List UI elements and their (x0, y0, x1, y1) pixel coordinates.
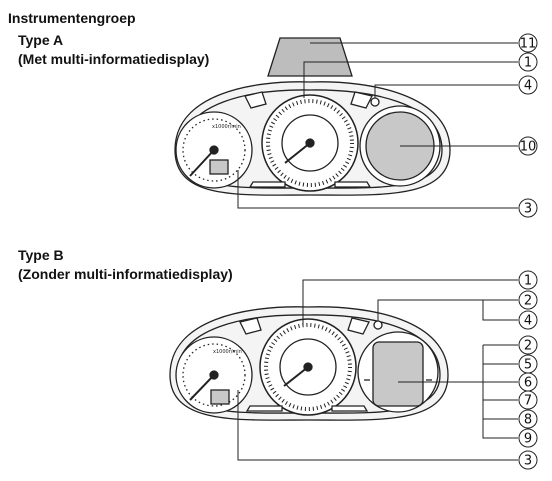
type-b-callout-4: 4 (518, 310, 538, 330)
type-a-title: Type A (18, 32, 64, 48)
svg-text:1: 1 (524, 56, 532, 71)
type-b-callout-1: 1 (518, 270, 538, 290)
svg-text:6: 6 (524, 376, 532, 391)
svg-text:3: 3 (524, 202, 532, 217)
type-b-fuel-gauge (210, 389, 230, 405)
type-b-callouts: 1 2 4 2 5 6 7 8 9 3 (518, 270, 538, 470)
type-b-leader-lines (237, 279, 518, 461)
type-b-subtitle: (Zonder multi-informatiedisplay) (18, 266, 233, 282)
type-a-callout-1: 1 (518, 52, 538, 72)
type-a-indicator-light (370, 97, 380, 107)
type-b-cluster: x1000r/min (169, 306, 449, 421)
type-b-callout-5: 5 (518, 354, 538, 374)
type-b-title: Type B (18, 247, 64, 263)
svg-text:9: 9 (524, 432, 532, 447)
type-b-callout-7: 7 (518, 390, 538, 410)
type-b-callout-9: 9 (518, 428, 538, 448)
svg-text:x1000r/min: x1000r/min (213, 349, 242, 355)
type-b-callout-8: 8 (518, 409, 538, 429)
type-a-callout-11: 11 (518, 33, 538, 53)
type-a-fuel-gauge (209, 159, 229, 175)
type-b-callout-2b: 2 (518, 335, 538, 355)
type-a-multi-info-display-hood (267, 37, 353, 77)
svg-text:5: 5 (524, 358, 532, 373)
svg-text:11: 11 (520, 37, 537, 52)
svg-text:4: 4 (524, 79, 532, 94)
type-b-callout-3: 3 (518, 450, 538, 470)
svg-text:4: 4 (524, 314, 532, 329)
svg-text:7: 7 (524, 394, 532, 409)
type-a-callouts: 11 1 4 10 3 (518, 33, 538, 218)
svg-text:2: 2 (524, 339, 532, 354)
type-b-callout-6: 6 (518, 372, 538, 392)
svg-text:10: 10 (520, 140, 537, 155)
type-b-callout-2a: 2 (518, 290, 538, 310)
type-b-information-display (372, 341, 424, 407)
svg-text:8: 8 (524, 413, 532, 428)
type-a-callout-3: 3 (518, 198, 538, 218)
type-b-indicator-light (373, 320, 383, 330)
type-a-callout-10: 10 (518, 136, 538, 156)
svg-text:x1000r/min: x1000r/min (212, 124, 241, 130)
type-a-leader-lines (237, 42, 518, 209)
type-a-subtitle: (Met multi-informatiedisplay) (18, 51, 210, 67)
svg-text:1: 1 (524, 274, 532, 289)
svg-text:3: 3 (524, 454, 532, 469)
page-heading: Instrumentengroep (8, 10, 136, 26)
type-a-callout-4: 4 (518, 75, 538, 95)
svg-text:2: 2 (524, 294, 532, 309)
type-a-cluster: x1000r/min (174, 37, 451, 196)
